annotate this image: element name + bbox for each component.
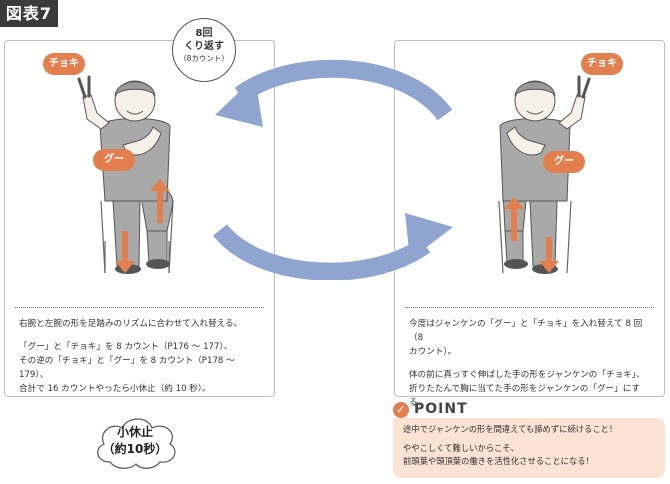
top-arrow	[234, 59, 453, 121]
left-desc-p2-line3: 合計で 16 カウントやったら小休止（約 10 秒）。	[19, 384, 211, 394]
gu-bubble: グー	[93, 149, 135, 171]
point-p2-line2: 前頭葉や頭頂葉の働きを活性化させることになる！	[403, 456, 594, 466]
top-arrowhead	[215, 77, 263, 127]
right-person-illustration	[498, 75, 591, 274]
left-desc-p2-line2: その逆の「チョキ」と「グー」を 8 カウント（P178 〜 179）、	[19, 356, 235, 380]
gu-bubble: グー	[543, 151, 585, 173]
figure-label: 図表7	[0, 0, 58, 27]
rest-cloud-shape	[97, 418, 176, 469]
left-person-illustration	[77, 75, 174, 274]
point-title: POINT	[414, 401, 468, 417]
right-divider	[405, 307, 654, 308]
count-line1: 8回	[195, 28, 213, 39]
count-circle: 8回 くり返す （8カウント）	[172, 18, 236, 82]
bottom-arrowhead	[405, 213, 453, 260]
left-panel: チョキ グー 右腕と左腕の形を足踏みのリズムに合わせて入れ替える。 「グー」と「…	[4, 40, 275, 397]
left-desc-p2-line1: 「グー」と「チョキ」を 8 カウント（P176 〜 177）、	[19, 342, 233, 352]
point-box: 途中でジャンケンの形を間違えても諦めずに続けること！ ややこしくて難しいからこそ…	[393, 418, 665, 478]
point-p2-line1: ややこしくて難しいからこそ、	[403, 443, 519, 453]
left-description: 右腕と左腕の形を足踏みのリズムに合わせて入れ替える。 「グー」と「チョキ」を 8…	[19, 317, 264, 396]
left-desc-p1: 右腕と左腕の形を足踏みのリズムに合わせて入れ替える。	[19, 319, 243, 329]
left-divider	[15, 307, 264, 308]
right-desc-p2-line1: 体の前に真っすぐ伸ばした手の形をジャンケンの「チョキ」、	[409, 370, 645, 380]
check-icon: ✓	[393, 402, 409, 418]
count-line2: くり返す	[184, 41, 224, 52]
rest-line1: 小休止	[116, 425, 153, 439]
cycle-arrows	[212, 59, 453, 280]
right-desc-p2-line2: 折りたたんで胸に当てた手の形をジャンケンの「グー」にする。	[409, 384, 641, 408]
rest-text: 小休止 （約10秒）	[90, 424, 180, 458]
choki-bubble: チョキ	[43, 53, 85, 75]
right-desc-p1-line2: カウント）。	[409, 347, 457, 357]
choki-bubble: チョキ	[581, 53, 623, 75]
bottom-arrow	[212, 223, 431, 280]
right-desc-p1-line1: 今度はジャンケンの「グー」と「チョキ」を入れ替えて 8 回（8	[409, 319, 643, 343]
point-p1: 途中でジャンケンの形を間違えても諦めずに続けること！	[403, 424, 618, 434]
right-description: 今度はジャンケンの「グー」と「チョキ」を入れ替えて 8 回（8 カウント）。 体…	[409, 317, 654, 410]
rest-line2: （約10秒）	[102, 442, 168, 456]
count-line3: （8カウント）	[179, 54, 229, 63]
